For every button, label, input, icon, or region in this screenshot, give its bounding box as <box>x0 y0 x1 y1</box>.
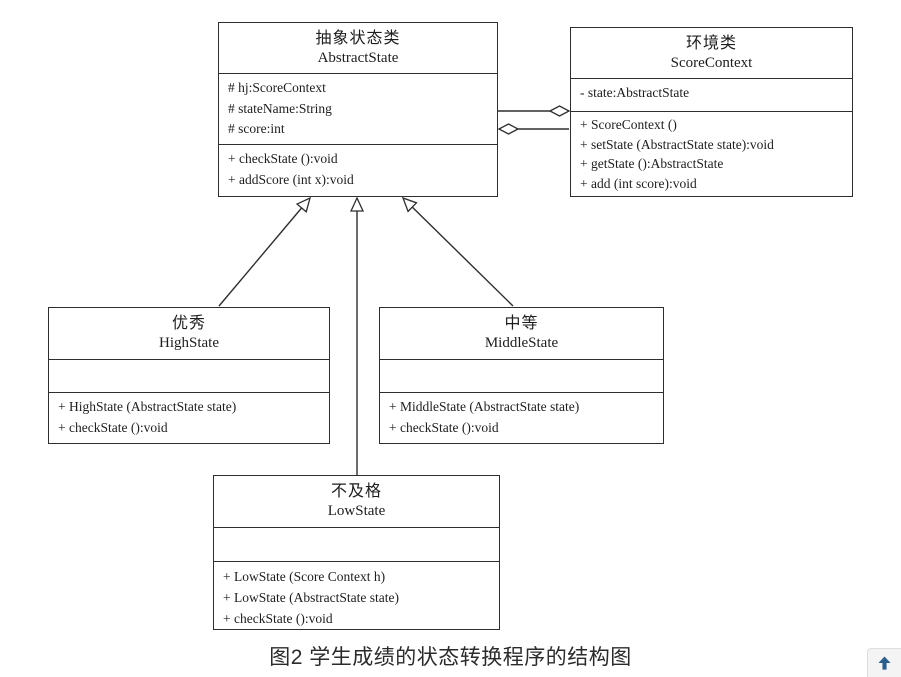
class-name-en: LowState <box>327 502 386 519</box>
generalization-middlestate-arrow <box>403 198 514 307</box>
class-title-abstractstate: 抽象状态类 AbstractState <box>219 23 497 73</box>
class-title-highstate: 优秀 HighState <box>49 308 329 359</box>
up-arrow-icon <box>878 655 891 670</box>
class-title-scorecontext: 环境类 ScoreContext <box>571 28 852 78</box>
class-name-cn: 抽象状态类 <box>315 29 401 47</box>
method-line: + getState ():AbstractState <box>580 156 724 172</box>
figure-caption: 图2 学生成绩的状态转换程序的结构图 <box>269 646 632 669</box>
class-title-lowstate: 不及格 LowState <box>214 476 499 527</box>
attribute-line: - state:AbstractState <box>580 85 690 100</box>
class-name-en: MiddleState <box>484 335 559 352</box>
class-box-highstate: 优秀 HighState + HighState (AbstractState … <box>48 307 330 444</box>
class-box-middlestate: 中等 MiddleState + MiddleState (AbstractSt… <box>379 307 664 444</box>
class-box-abstractstate: 抽象状态类 AbstractState # hj:ScoreContext # … <box>218 22 498 197</box>
attribute-line: # stateName:String <box>228 100 332 116</box>
class-box-lowstate: 不及格 LowState + LowState (Score Context h… <box>213 475 500 630</box>
method-line: + ScoreContext () <box>580 117 677 132</box>
methods-compartment: + MiddleState (AbstractState state) + ch… <box>380 392 663 443</box>
methods-compartment: + checkState ():void + addScore (int x):… <box>219 144 497 196</box>
method-line: + checkState ():void <box>223 611 333 626</box>
method-line: + MiddleState (AbstractState state) <box>389 399 580 414</box>
method-line: + LowState (Score Context h) <box>223 569 386 584</box>
methods-compartment: + ScoreContext () + setState (AbstractSt… <box>571 111 852 196</box>
class-name-cn: 环境类 <box>685 34 737 52</box>
methods-compartment: + HighState (AbstractState state) + chec… <box>49 392 329 443</box>
class-name-cn: 中等 <box>504 315 539 333</box>
class-name-cn: 优秀 <box>171 315 206 333</box>
method-line: + setState (AbstractState state):void <box>580 136 774 152</box>
attributes-compartment <box>380 359 663 392</box>
back-to-top-button[interactable] <box>867 648 901 677</box>
attributes-compartment <box>49 359 329 392</box>
attributes-compartment: # hj:ScoreContext # stateName:String # s… <box>219 73 497 144</box>
method-line: + LowState (AbstractState state) <box>223 590 399 605</box>
class-name-en: AbstractState <box>317 49 399 66</box>
class-name-cn: 不及格 <box>330 482 382 500</box>
generalization-highstate-arrow <box>218 198 310 307</box>
method-line: + addScore (int x):void <box>228 171 354 187</box>
class-name-en: ScoreContext <box>670 54 753 71</box>
attribute-line: # hj:ScoreContext <box>228 80 326 95</box>
method-line: + HighState (AbstractState state) <box>58 399 237 414</box>
method-line: + checkState ():void <box>58 419 168 435</box>
attributes-compartment <box>214 526 499 561</box>
methods-compartment: + LowState (Score Context h) + LowState … <box>214 561 499 629</box>
class-name-en: HighState <box>159 335 219 352</box>
class-box-scorecontext: 环境类 ScoreContext - state:AbstractState +… <box>570 27 853 197</box>
class-title-middlestate: 中等 MiddleState <box>380 308 663 359</box>
method-line: + add (int score):void <box>580 175 697 191</box>
method-line: + checkState ():void <box>228 151 338 166</box>
method-line: + checkState ():void <box>389 419 499 435</box>
attributes-compartment: - state:AbstractState <box>571 78 852 111</box>
attribute-line: # score:int <box>228 121 285 136</box>
